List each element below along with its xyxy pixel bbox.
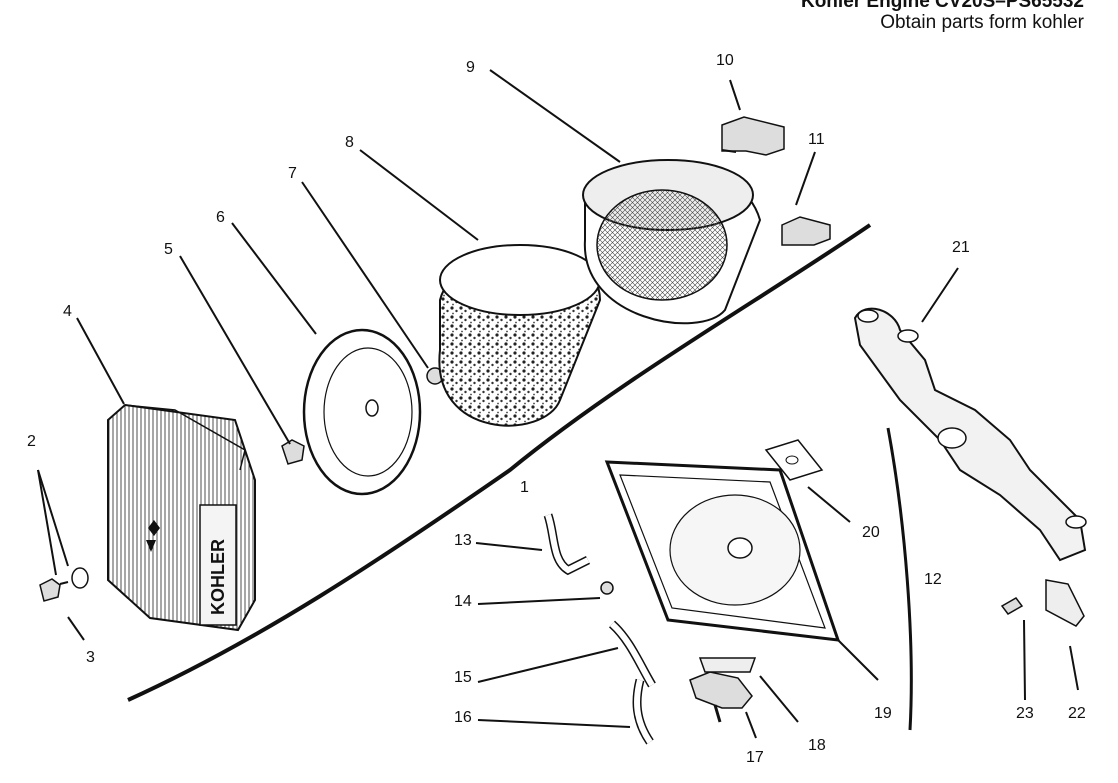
part-17-breather-fitting	[689, 671, 753, 723]
divider-line	[127, 223, 872, 702]
part-11-clip	[781, 216, 831, 246]
label-8: 8	[345, 134, 354, 151]
part-5-nut	[281, 439, 305, 465]
label-22: 22	[1068, 705, 1086, 722]
label-21: 21	[952, 239, 970, 256]
label-9: 9	[466, 59, 475, 76]
label-13: 13	[454, 532, 472, 549]
label-20: 20	[862, 524, 880, 541]
label-3: 3	[86, 649, 95, 666]
part-18-bracket	[698, 657, 757, 673]
bracket-line	[886, 427, 913, 731]
leader-lines	[37, 69, 1079, 739]
part-13-hose	[543, 513, 591, 576]
part-15-hose	[608, 620, 656, 688]
label-14: 14	[454, 593, 472, 610]
label-12: 12	[924, 571, 942, 588]
part-number-labels: 1 2 3 4 5 6 7 8 9 10 11 12 13 14 15 16 1…	[27, 52, 1086, 766]
part-2-3-wing-nut-washer	[39, 567, 89, 602]
label-6: 6	[216, 209, 225, 226]
label-4: 4	[63, 303, 72, 320]
label-10: 10	[716, 52, 734, 69]
label-7: 7	[288, 165, 297, 182]
part-14-clamp	[600, 581, 614, 595]
label-19: 19	[874, 705, 892, 722]
part-9-paper-element	[582, 159, 762, 325]
label-16: 16	[454, 709, 472, 726]
label-1: 1	[520, 479, 529, 496]
part-22-plate	[1045, 579, 1085, 627]
part-8-foam-element	[438, 244, 602, 427]
part-21-manifold	[853, 307, 1087, 562]
part-10-bracket	[721, 116, 785, 156]
label-23: 23	[1016, 705, 1034, 722]
label-15: 15	[454, 669, 472, 686]
label-18: 18	[808, 737, 826, 754]
part-23-screw	[1000, 597, 1024, 615]
part-4-cleaner-cover: KOHLER	[107, 403, 256, 632]
part-6-base-disc	[302, 328, 422, 496]
label-5: 5	[164, 241, 173, 258]
diagram-title: Kohler Engine CV20S–PS65532	[800, 0, 1084, 12]
part-20-gasket	[764, 439, 824, 481]
kohler-brand-text: KOHLER	[208, 539, 228, 615]
part-16-hose	[632, 678, 654, 745]
label-11: 11	[808, 131, 825, 148]
diagram-subtitle: Obtain parts form kohler	[880, 12, 1084, 33]
part-19-baffle-plate	[604, 460, 841, 642]
label-17: 17	[746, 749, 764, 766]
label-2: 2	[27, 433, 36, 450]
